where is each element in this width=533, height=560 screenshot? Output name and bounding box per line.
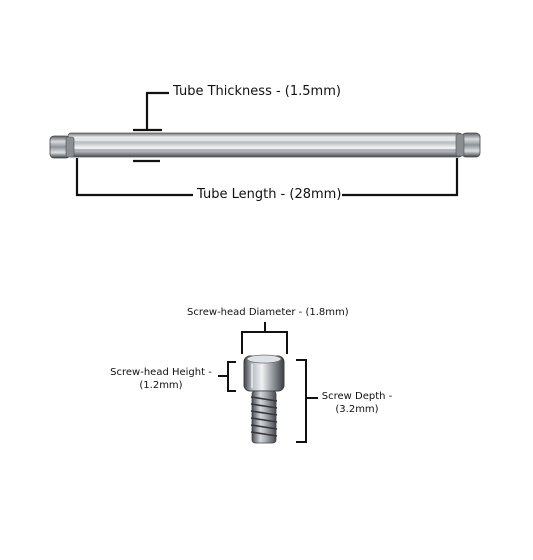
screw-head-diameter-bracket bbox=[241, 322, 288, 354]
tube-length-bracket bbox=[75, 158, 459, 197]
screw-head-height-line2: (1.2mm) bbox=[139, 379, 183, 391]
tube-length-label: Tube Length - (28mm) bbox=[197, 187, 342, 202]
spring-bar-right-end bbox=[455, 132, 481, 158]
tube-thickness-bracket bbox=[133, 91, 169, 163]
screw-head-height-bracket bbox=[218, 361, 236, 392]
screw-head-diameter-label: Screw-head Diameter - (1.8mm) bbox=[187, 307, 349, 318]
spring-bar-tube bbox=[67, 132, 463, 158]
screw-depth-line1: Screw Depth - bbox=[321, 391, 393, 402]
spring-bar-left-end bbox=[49, 135, 75, 159]
screw bbox=[243, 354, 285, 444]
screw-depth-label: Screw Depth - (3.2mm) bbox=[318, 391, 396, 416]
screw-threads bbox=[250, 396, 278, 437]
screw-depth-bracket bbox=[296, 359, 318, 443]
screw-head-height-line1: Screw-head Height - bbox=[110, 367, 212, 378]
screw-depth-line2: (3.2mm) bbox=[335, 403, 379, 415]
tube-thickness-label: Tube Thickness - (1.5mm) bbox=[173, 84, 341, 99]
screw-head-height-label: Screw-head Height - (1.2mm) bbox=[106, 367, 216, 392]
